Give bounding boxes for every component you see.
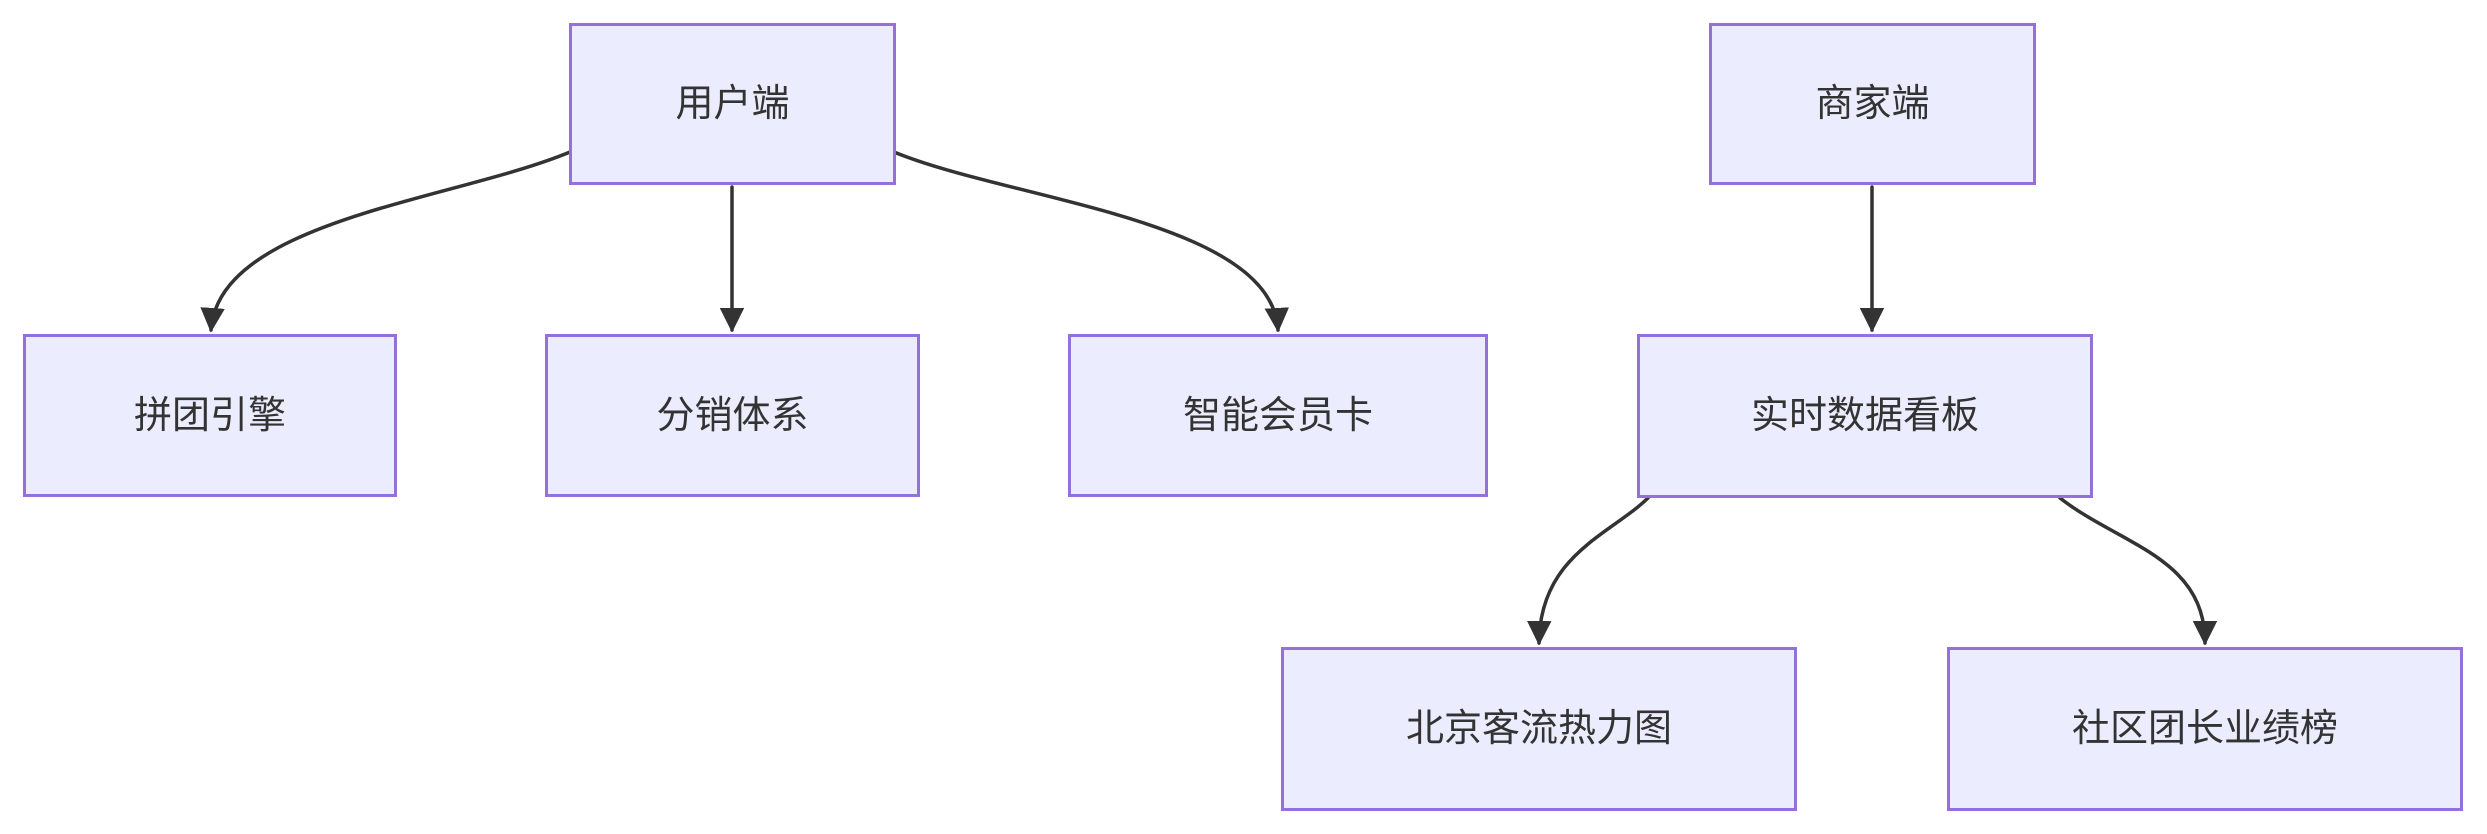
edge-user-to-groupbuy xyxy=(200,150,572,333)
node-leader-performance-board-label: 社区团长业绩榜 xyxy=(2071,708,2338,750)
node-merchant-side: 商家端 xyxy=(1709,23,2036,185)
edge-user-to-membercard xyxy=(892,150,1289,333)
node-user-side-label: 用户端 xyxy=(675,83,790,125)
node-user-side: 用户端 xyxy=(569,23,896,185)
node-smart-member-card: 智能会员卡 xyxy=(1068,334,1488,497)
node-leader-performance-board: 社区团长业绩榜 xyxy=(1947,647,2463,811)
node-groupbuy-engine-label: 拼团引擎 xyxy=(133,394,286,437)
node-beijing-heatmap: 北京客流热力图 xyxy=(1281,647,1797,811)
node-realtime-dashboard-label: 实时数据看板 xyxy=(1750,395,1979,437)
node-groupbuy-engine: 拼团引擎 xyxy=(23,334,397,497)
node-smart-member-card-label: 智能会员卡 xyxy=(1182,394,1373,437)
node-realtime-dashboard: 实时数据看板 xyxy=(1637,334,2093,498)
node-distribution-system: 分销体系 xyxy=(545,334,920,497)
edge-dashboard-to-leaderboard xyxy=(2058,496,2218,646)
node-distribution-system-label: 分销体系 xyxy=(656,394,809,437)
edge-dashboard-to-heatmap xyxy=(1527,496,1650,646)
node-beijing-heatmap-label: 北京客流热力图 xyxy=(1405,708,1672,750)
node-merchant-side-label: 商家端 xyxy=(1815,83,1930,125)
